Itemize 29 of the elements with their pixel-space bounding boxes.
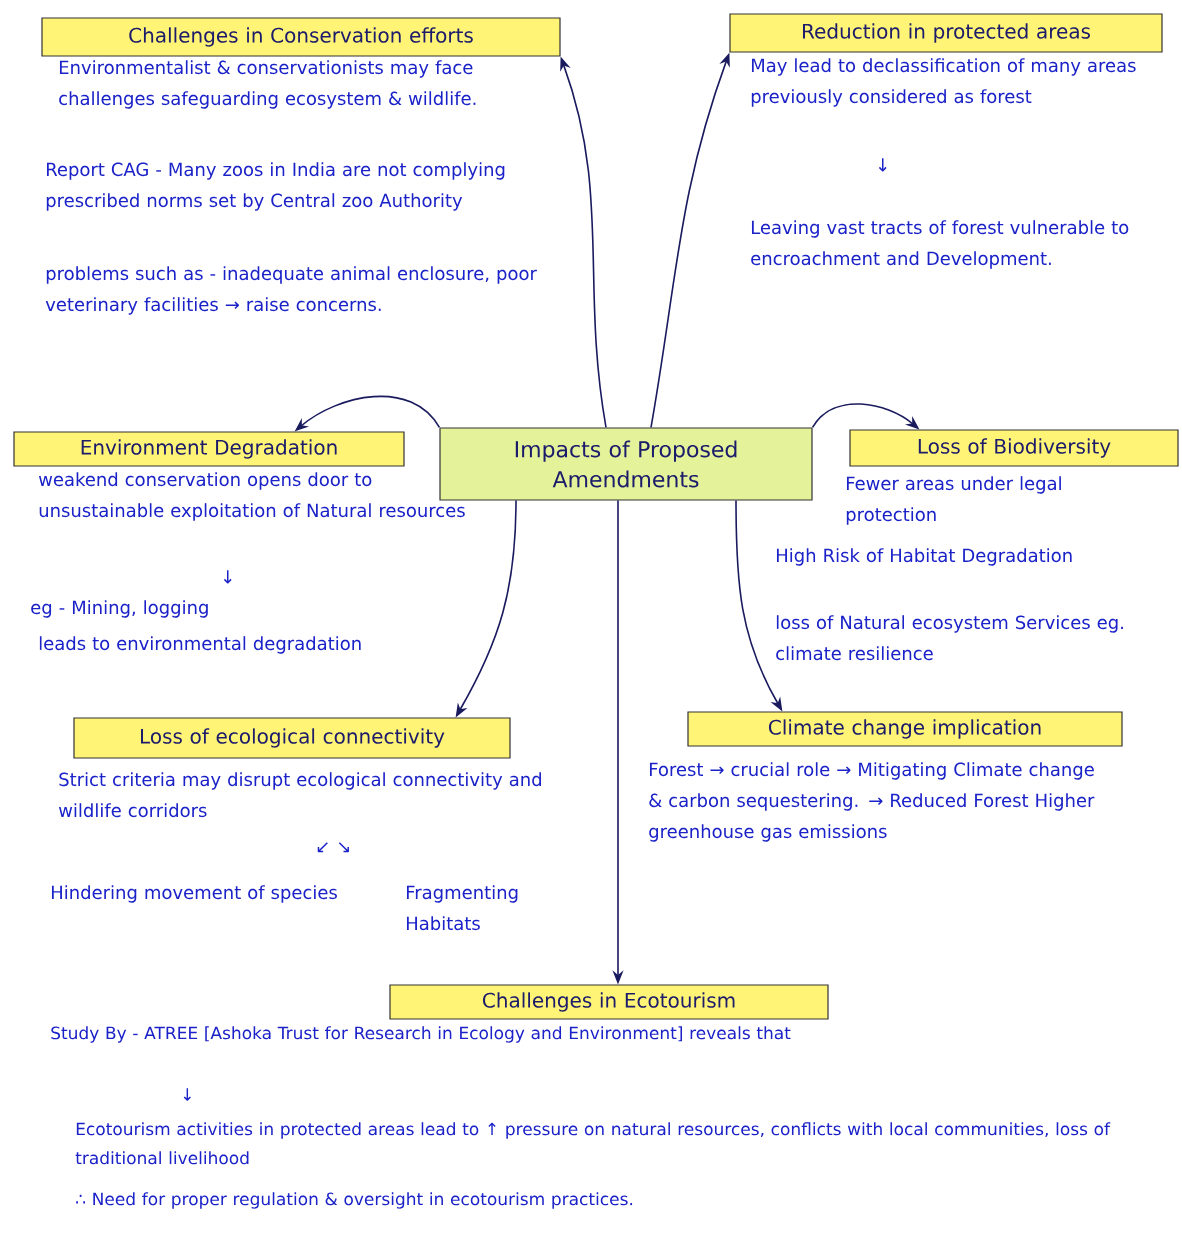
body-text: Ecotourism activities in protected areas lead to ↑ pressure on natural resources, conflicts with local communities, loss of traditional livelihood (75, 1122, 1111, 1165)
central-topic-box: Impacts of Proposed Amendments (439, 427, 813, 501)
body-text: ↓ (223, 570, 232, 584)
body-text: Forest → crucial role → Mitigating Climate change & carbon sequestering. → Reduced Forest Higher greenhouse gas emissions (649, 762, 1095, 842)
body-text: Study By - ATREE [Ashoka Trust for Research in Ecology and Environment] reveals that (51, 1026, 791, 1043)
body-text: Report CAG - Many zoos in India are not complying prescribed norms set by Central zoo Authority (46, 162, 505, 211)
body-text: loss of Natural ecosystem Services eg. climate resilience (776, 615, 1123, 661)
heading-box: Reduction in protected areas (729, 13, 1163, 53)
body-text: ∴ Need for proper regulation & oversight in ecotourism practices. (76, 1192, 633, 1209)
body-text: Leaving vast tracts of forest vulnerable to encroachment and Development. (751, 220, 1129, 269)
body-text: Hindering movement of species (51, 885, 337, 903)
body-text: ↓ (183, 1088, 191, 1101)
body-text: leads to environmental degradation (39, 636, 361, 654)
body-text: Fewer areas under legal protection (846, 476, 1061, 525)
heading-box: Loss of Biodiversity (849, 429, 1179, 467)
body-text: Strict criteria may disrupt ecological connectivity and wildlife corridors (58, 772, 541, 818)
heading-box: Challenges in Conservation efforts (41, 17, 561, 57)
heading-box: Environment Degradation (13, 431, 405, 467)
body-text: ↓ (878, 158, 887, 172)
heading-box: Challenges in Ecotourism (389, 984, 829, 1020)
heading-box: Loss of ecological connectivity (73, 717, 511, 759)
body-text: problems such as - inadequate animal enclosure, poor veterinary facilities → raise concerns. (45, 266, 537, 315)
body-text: ↙ ↘ (317, 842, 349, 853)
heading-box: Climate change implication (687, 711, 1123, 747)
body-text: High Risk of Habitat Degradation (776, 548, 1072, 566)
body-text: Fragmenting Habitats (406, 885, 518, 931)
body-text: eg - Mining, logging (31, 600, 208, 618)
body-text: May lead to declassification of many areas previously considered as forest (751, 58, 1136, 107)
body-text: Environmentalist & conservationists may face challenges safeguarding ecosystem & wildlife. (59, 60, 476, 109)
